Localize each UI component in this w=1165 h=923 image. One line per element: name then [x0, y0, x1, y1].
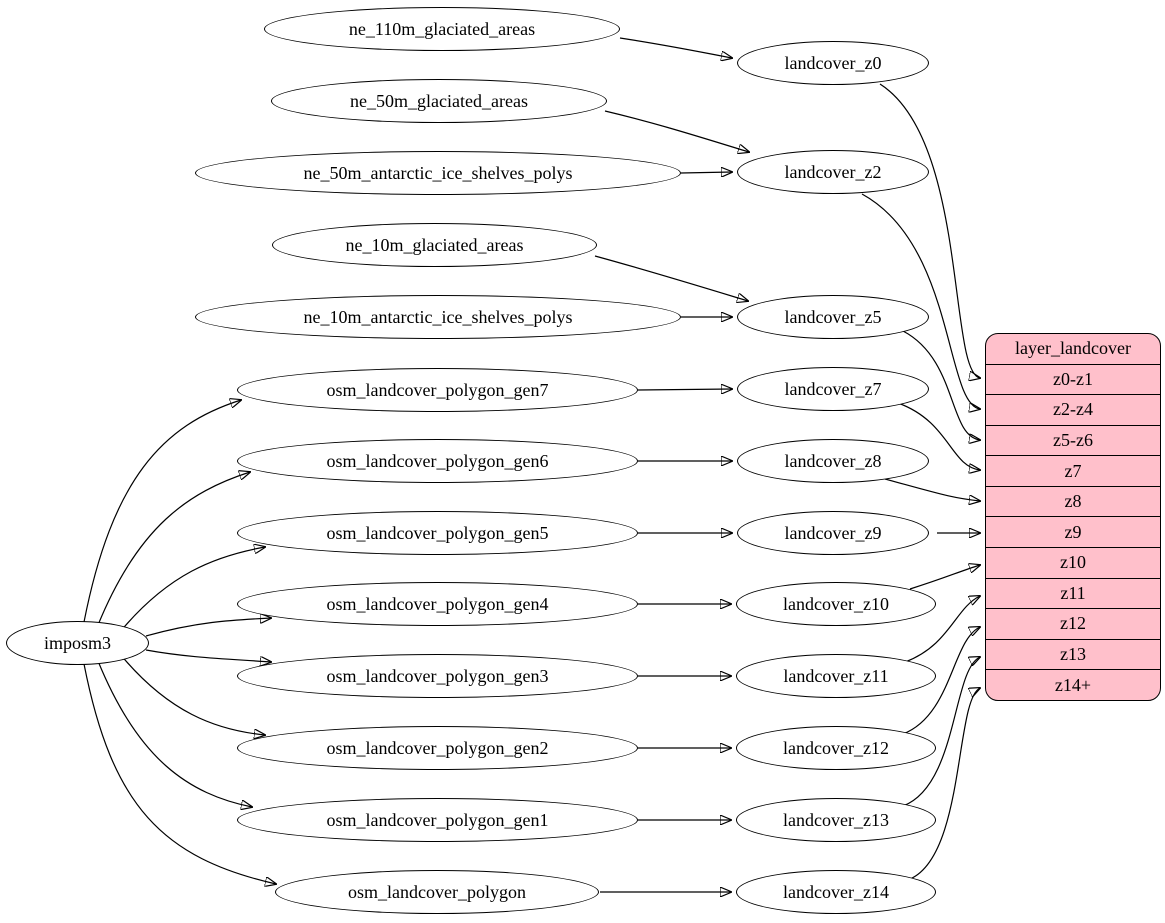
edge-z8-row-z8	[884, 478, 980, 501]
edge-z13-row-z13	[902, 657, 980, 807]
node-label: landcover_z9	[784, 522, 882, 543]
node-label: landcover_z7	[784, 378, 882, 399]
edge-z14-row-z14plus	[909, 688, 980, 880]
node-label: imposm3	[43, 632, 111, 653]
node-label: osm_landcover_polygon_gen6	[326, 450, 549, 471]
edge-z5-row-z5z6	[902, 330, 980, 440]
edge-imposm3-gen3	[145, 649, 271, 662]
node-ne-110m-glaciated-areas: ne_110m_glaciated_areas	[264, 7, 620, 51]
layer-landcover-row-z2-z4: z2-z4	[986, 394, 1160, 425]
node-label: landcover_z11	[783, 665, 889, 686]
edge-imposm3-gen2	[119, 653, 265, 735]
node-landcover-z12: landcover_z12	[736, 726, 936, 770]
edge-imposm3-gen4	[145, 618, 271, 637]
node-label: osm_landcover_polygon_gen7	[326, 379, 549, 400]
edge-imposm3-gen1	[97, 660, 252, 807]
node-landcover-z2: landcover_z2	[737, 150, 929, 194]
node-osm-landcover-polygon: osm_landcover_polygon	[275, 870, 599, 914]
edge-z12-row-z12	[902, 627, 980, 735]
node-landcover-z9: landcover_z9	[737, 511, 929, 555]
node-label: landcover_z14	[783, 881, 889, 902]
node-ne-10m-glaciated-areas: ne_10m_glaciated_areas	[272, 223, 597, 267]
node-label: ne_50m_glaciated_areas	[350, 90, 528, 111]
node-osm-landcover-polygon-gen1: osm_landcover_polygon_gen1	[237, 798, 638, 842]
edge-z2-row-z2z4	[861, 193, 980, 409]
layer-landcover-row-z7: z7	[986, 455, 1160, 486]
node-landcover-z11: landcover_z11	[736, 654, 936, 698]
layer-landcover-row-z12: z12	[986, 608, 1160, 639]
node-landcover-z10: landcover_z10	[736, 582, 936, 626]
edge-ne10m-glaciated-z5	[594, 255, 748, 301]
node-label: landcover_z5	[784, 306, 882, 327]
node-label: landcover_z2	[784, 161, 882, 182]
node-osm-landcover-polygon-gen3: osm_landcover_polygon_gen3	[237, 654, 638, 698]
layer-landcover-row-z11: z11	[986, 577, 1160, 609]
edge-ne50m-glaciated-z2	[604, 110, 749, 152]
layer-landcover-title: layer_landcover	[1015, 338, 1131, 359]
node-label: ne_10m_glaciated_areas	[345, 234, 524, 255]
node-landcover-z0: landcover_z0	[737, 41, 929, 85]
edge-ne50m-antarctic-z2	[680, 172, 732, 173]
node-label: landcover_z12	[783, 737, 889, 758]
node-label: osm_landcover_polygon_gen2	[326, 737, 549, 758]
edge-ne110m-z0	[619, 37, 732, 58]
node-osm-landcover-polygon-gen7: osm_landcover_polygon_gen7	[237, 368, 638, 412]
edge-z7-row-z7	[897, 402, 980, 470]
node-osm-landcover-polygon-gen4: osm_landcover_polygon_gen4	[237, 582, 638, 626]
edge-z10-row-z10	[909, 565, 980, 590]
layer-landcover-row-z9: z9	[986, 516, 1160, 547]
edge-imposm3-polygon	[83, 663, 276, 884]
node-landcover-z8: landcover_z8	[737, 439, 929, 483]
node-label: osm_landcover_polygon	[348, 881, 526, 902]
layer-landcover-row-z10: z10	[986, 547, 1160, 578]
edge-gen7-z7	[637, 389, 732, 390]
layer-landcover-row-z14plus: z14+	[986, 669, 1160, 700]
edge-imposm3-gen5	[119, 547, 265, 633]
node-label: landcover_z8	[784, 450, 882, 471]
node-osm-landcover-polygon-gen5: osm_landcover_polygon_gen5	[237, 511, 638, 555]
edge-imposm3-gen6	[97, 472, 250, 626]
node-osm-landcover-polygon-gen2: osm_landcover_polygon_gen2	[237, 726, 638, 770]
node-label: landcover_z10	[783, 593, 889, 614]
layer-landcover-row-z8: z8	[986, 485, 1160, 517]
node-layer-landcover: layer_landcover z0-z1 z2-z4 z5-z6 z7 z8 …	[985, 333, 1161, 701]
node-label: osm_landcover_polygon_gen1	[326, 809, 549, 830]
layer-landcover-row-z13: z13	[986, 638, 1160, 670]
node-label: ne_110m_glaciated_areas	[348, 18, 536, 39]
node-landcover-z7: landcover_z7	[737, 367, 929, 411]
edge-z11-row-z11	[904, 596, 980, 663]
node-landcover-z5: landcover_z5	[737, 295, 929, 339]
edge-imposm3-gen7	[83, 400, 241, 623]
node-label: ne_10m_antarctic_ice_shelves_polys	[303, 306, 573, 327]
node-ne-50m-glaciated-areas: ne_50m_glaciated_areas	[271, 79, 607, 123]
node-label: ne_50m_antarctic_ice_shelves_polys	[303, 162, 573, 183]
node-landcover-z13: landcover_z13	[736, 798, 936, 842]
node-ne-10m-antarctic-ice-shelves-polys: ne_10m_antarctic_ice_shelves_polys	[195, 295, 681, 339]
layer-landcover-row-z0-z1: z0-z1	[986, 363, 1160, 395]
node-osm-landcover-polygon-gen6: osm_landcover_polygon_gen6	[237, 439, 638, 483]
node-label: osm_landcover_polygon_gen5	[326, 522, 549, 543]
node-label: osm_landcover_polygon_gen4	[326, 593, 549, 614]
node-ne-50m-antarctic-ice-shelves-polys: ne_50m_antarctic_ice_shelves_polys	[195, 151, 681, 195]
edge-z0-row-z0z1	[879, 83, 980, 378]
node-label: osm_landcover_polygon_gen3	[326, 665, 549, 686]
node-label: landcover_z0	[784, 52, 882, 73]
node-imposm3: imposm3	[6, 621, 149, 665]
node-label: landcover_z13	[783, 809, 889, 830]
node-landcover-z14: landcover_z14	[736, 870, 936, 914]
layer-landcover-row-z5-z6: z5-z6	[986, 424, 1160, 456]
